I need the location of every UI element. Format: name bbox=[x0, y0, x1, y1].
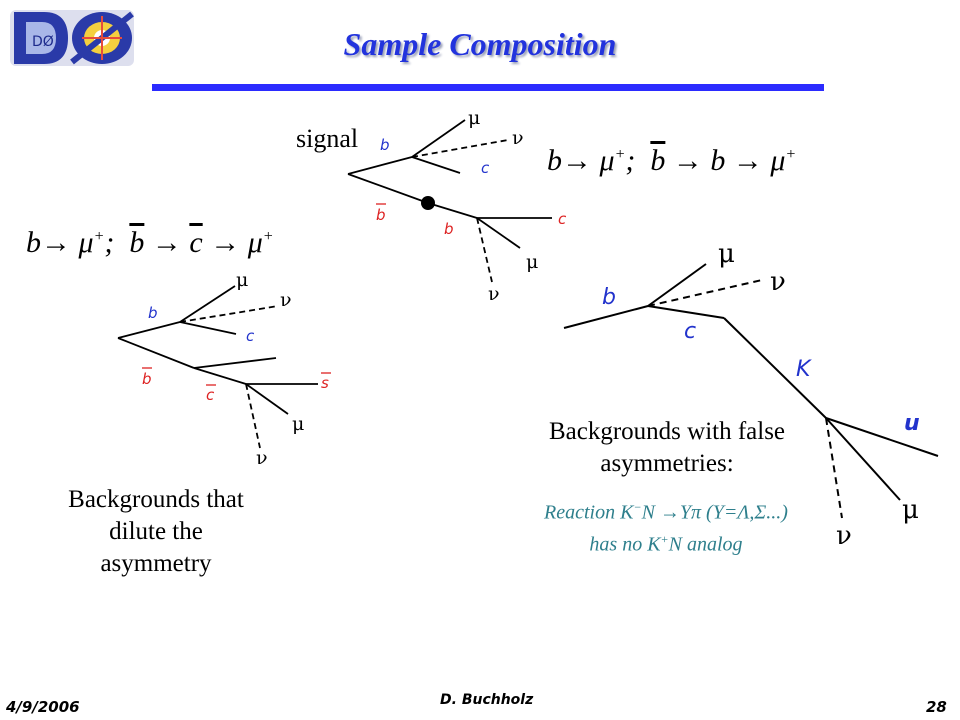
formula-b2: b bbox=[710, 144, 726, 177]
dilute-line-3: asymmetry bbox=[100, 550, 212, 577]
label-c: c bbox=[684, 319, 696, 344]
label-nu1: ν bbox=[770, 267, 786, 297]
reaction-pre-2: has no K bbox=[589, 533, 661, 556]
label-mu2: μ bbox=[292, 413, 304, 435]
formula-cbar: c bbox=[189, 226, 203, 259]
label-nu1: ν bbox=[512, 127, 524, 149]
label-c2: c bbox=[558, 210, 567, 228]
label-c: c bbox=[246, 327, 255, 345]
label-b: b bbox=[148, 304, 158, 322]
formula-mu: μ bbox=[78, 226, 94, 259]
label-bbar: b bbox=[376, 206, 386, 224]
reaction-pre: Reaction K bbox=[544, 501, 634, 524]
dilute-formula: b→ μ+; b → c → μ+ bbox=[26, 226, 274, 259]
label-b: b bbox=[380, 136, 390, 154]
label-b2: b bbox=[444, 220, 454, 238]
reaction-sup: − bbox=[633, 500, 642, 514]
formula-b: b bbox=[26, 226, 41, 259]
label-nu1: ν bbox=[280, 289, 292, 311]
signal-diagram: b b c b c μ ν μ ν bbox=[347, 107, 567, 305]
title-rule bbox=[152, 84, 824, 91]
label-mu1: μ bbox=[718, 239, 735, 269]
formula-sep: ; bbox=[625, 144, 636, 177]
formula-plus2: + bbox=[262, 228, 274, 245]
label-nu2: ν bbox=[836, 521, 852, 551]
formula-b: b bbox=[547, 144, 562, 177]
label-mu2: μ bbox=[526, 251, 538, 273]
label-mu1: μ bbox=[236, 269, 248, 291]
label-nu2: ν bbox=[488, 283, 500, 305]
label-b: b bbox=[602, 285, 616, 310]
formula-plus2: + bbox=[785, 146, 797, 163]
reaction-post: N →Yπ (Y=Λ,Σ...) bbox=[641, 501, 788, 524]
label-c: c bbox=[481, 159, 490, 177]
label-nu2: ν bbox=[256, 447, 268, 469]
dilute-line-1: Backgrounds that bbox=[68, 486, 244, 513]
reaction-post-2: N analog bbox=[668, 533, 743, 556]
signal-label: signal bbox=[296, 124, 359, 153]
vertex-dot bbox=[421, 196, 435, 210]
d0-logo: DØ bbox=[10, 10, 134, 66]
false-asym-diagram: b c K u μ ν μ ν bbox=[563, 239, 939, 551]
formula-bbar: b bbox=[650, 144, 666, 177]
reaction-sup-2: + bbox=[660, 531, 669, 546]
slide-title: Sample Composition bbox=[343, 26, 617, 62]
formula-plus: + bbox=[93, 228, 105, 245]
footer-author: D. Buchholz bbox=[440, 692, 534, 708]
reaction-line-2: has no K+N analog bbox=[486, 526, 846, 558]
dilute-text: Backgrounds that dilute the asymmetry bbox=[26, 484, 286, 580]
label-K: K bbox=[796, 357, 812, 382]
footer-page: 28 bbox=[926, 698, 947, 716]
formula-mu2: μ bbox=[247, 226, 263, 259]
reaction-line-1: Reaction K−N →Yπ (Y=Λ,Σ...) bbox=[486, 494, 846, 526]
false-line-2: asymmetries: bbox=[600, 450, 734, 477]
label-mu1: μ bbox=[468, 107, 480, 129]
formula-mu2: μ bbox=[770, 144, 786, 177]
false-asym-text: Backgrounds with false asymmetries: bbox=[492, 416, 842, 480]
formula-sep: ; bbox=[104, 226, 115, 259]
formula-plus: + bbox=[614, 146, 626, 163]
false-line-1: Backgrounds with false bbox=[548, 418, 786, 445]
label-bbar: b bbox=[142, 370, 152, 388]
dilute-line-2: dilute the bbox=[109, 518, 203, 545]
formula-mu: μ bbox=[599, 144, 615, 177]
formula-bbar: b bbox=[129, 226, 145, 259]
reaction-note: Reaction K−N →Yπ (Y=Λ,Σ...) has no K+N a… bbox=[486, 494, 846, 557]
label-u: u bbox=[904, 411, 920, 436]
logo-text: DØ bbox=[32, 34, 54, 50]
footer-date: 4/9/2006 bbox=[6, 698, 80, 716]
label-mu2: μ bbox=[902, 495, 919, 525]
dilute-diagram: b b c c s μ ν μ ν bbox=[117, 269, 331, 469]
label-cbar: c bbox=[206, 386, 215, 404]
label-sbar: s bbox=[321, 374, 329, 392]
signal-formula: b→ μ+; b → b → μ+ bbox=[547, 144, 797, 177]
